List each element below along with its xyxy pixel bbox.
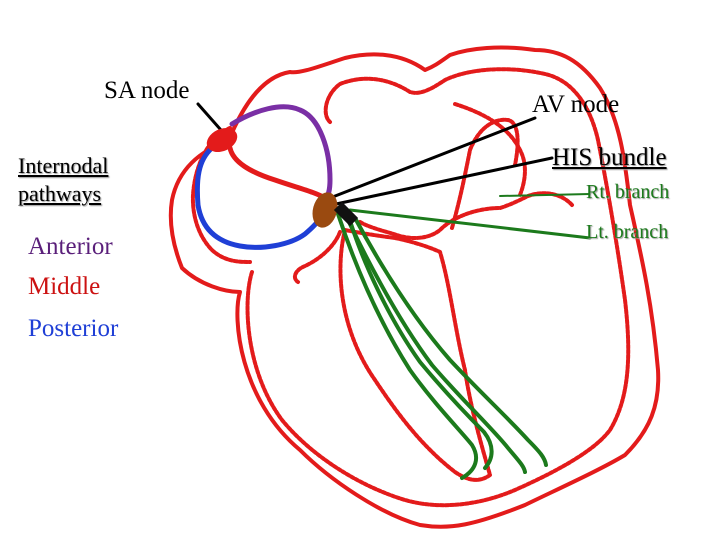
left-bundle-branch-inner [346,218,527,474]
rt-branch-label: Rt. branch [586,181,670,203]
right-bundle-branch-outer [336,212,479,480]
internodal-pathways-label: Internodal pathways [18,152,108,207]
lt-branch-pointer-line [348,208,592,240]
his-bundle-label: HIS bundle [552,144,667,171]
av-node-label: AV node [532,91,620,118]
right-atrium-wall [190,126,252,264]
right-bundle-branch-inner [346,212,494,470]
septum-wall-left [292,230,342,284]
middle-label: Middle [28,273,101,300]
heart-outer-wall [168,45,661,529]
anterior-label: Anterior [28,233,113,260]
septum-wall-upper [453,102,527,197]
sa-node [206,127,238,153]
middle-pathway [227,145,328,201]
rt-branch-pointer-line [499,193,591,197]
av-node-pointer-line [328,116,537,200]
sa-node-label: SA node [104,77,190,104]
heart-inner-wall [245,67,631,508]
aorta-wall [450,117,520,230]
left-ventricle-wall [338,228,492,482]
posterior-pathway [194,145,323,250]
anterior-pathway [229,104,333,201]
posterior-label: Posterior [28,315,119,342]
his-bundle [333,201,359,227]
left-bundle-branch-outer [353,216,548,467]
his-bundle-pointer-line [334,156,554,206]
internodal-label-line-2: pathways [18,180,102,206]
av-node [312,192,338,228]
internodal-label-line-1: Internodal [18,153,109,178]
lt-branch-label: Lt. branch [586,221,669,243]
